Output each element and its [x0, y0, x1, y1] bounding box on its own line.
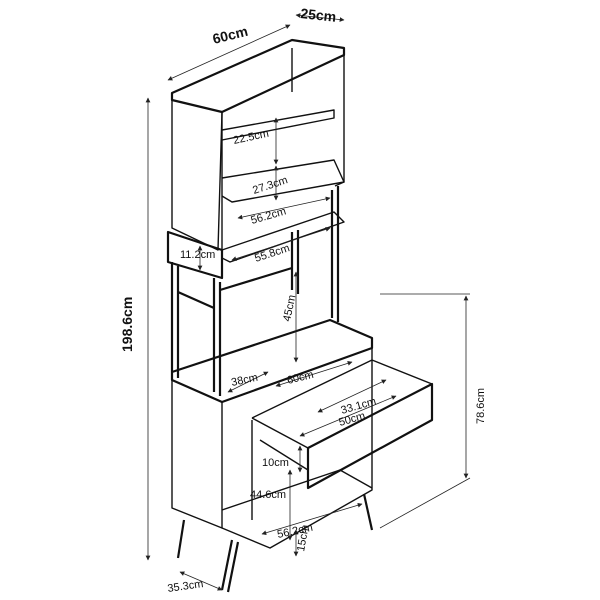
niche-block [166, 230, 224, 280]
frame-crossbar [177, 266, 293, 310]
label-top-width: 60cm [211, 23, 250, 47]
leg-left [176, 519, 186, 559]
middle-shelf [221, 159, 345, 203]
leg-front [220, 539, 240, 593]
label-drawer-height: 10cm [262, 457, 289, 469]
dimension-labels: 60cm 25cm 198.6cm 22.5cm 27.3cm 56.2cm 5… [119, 5, 487, 595]
label-total-height: 198.6cm [119, 297, 135, 352]
label-base-depth: 35.3cm [167, 578, 204, 595]
label-top-depth: 25cm [300, 5, 337, 25]
leg-right [362, 493, 374, 531]
bottom-shelf [221, 469, 373, 511]
niche-shelf [221, 211, 345, 263]
label-niche-height: 11.2cm [180, 249, 215, 261]
cabinet-drawing [166, 38, 434, 593]
label-niche-width: 55.8cm [253, 242, 291, 265]
lower-cabinet-left [171, 380, 223, 529]
hutch-left-side [171, 100, 223, 251]
label-counter-depth: 38cm [230, 372, 259, 389]
counter-top [170, 318, 374, 404]
label-leg-height: 15cm [295, 524, 311, 553]
label-open-height: 45cm [281, 294, 298, 323]
frame-front-post [212, 278, 222, 396]
label-middle-shelf-width: 56.2cm [250, 205, 288, 226]
label-lower-height: 78.6cm [475, 388, 487, 424]
top-panel [170, 38, 346, 114]
frame-back-post [330, 186, 340, 322]
dimension-lines [145, 13, 471, 591]
frame-left-post [170, 262, 180, 378]
label-counter-width: 60cm [286, 369, 315, 387]
label-cabinet-inner-height: 44.6cm [250, 489, 286, 501]
label-upper-shelf-height: 22.5cm [232, 128, 270, 147]
